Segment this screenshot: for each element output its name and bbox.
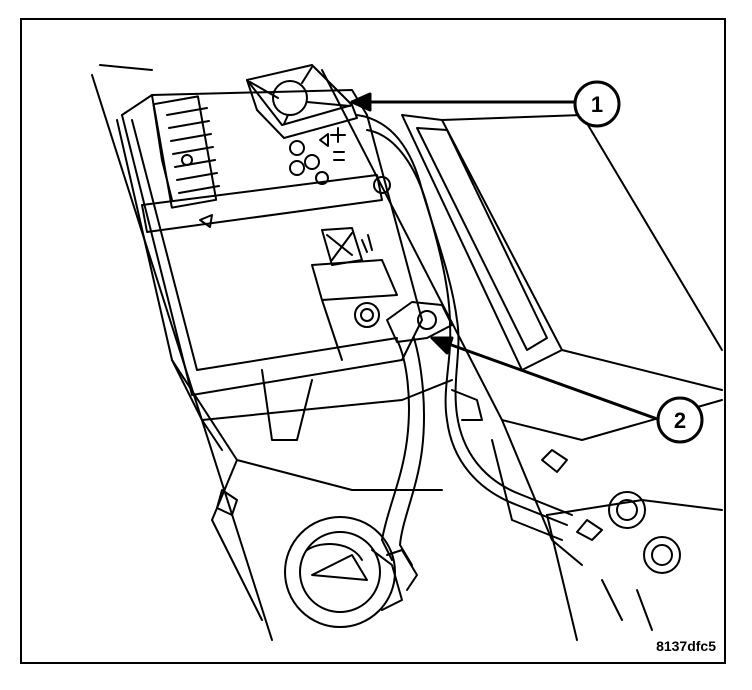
leader-lines [350,92,662,422]
battery-illustration: 1 2 [91,64,723,641]
callout-2: 2 [656,396,704,444]
figure-frame: 1 2 8137dfc5 [20,18,726,664]
battery [121,89,423,396]
battery-tray [116,119,483,621]
callout-2-number: 2 [674,408,686,433]
vent-cap [246,64,358,139]
reservoir-cap [284,516,418,628]
power-distribution-center [546,491,723,641]
callout-1: 1 [573,80,621,128]
figure-id-code: 8137dfc5 [656,638,716,654]
negative-terminal [381,301,453,566]
callout-1-number: 1 [591,92,603,117]
cable-harness [356,114,573,526]
